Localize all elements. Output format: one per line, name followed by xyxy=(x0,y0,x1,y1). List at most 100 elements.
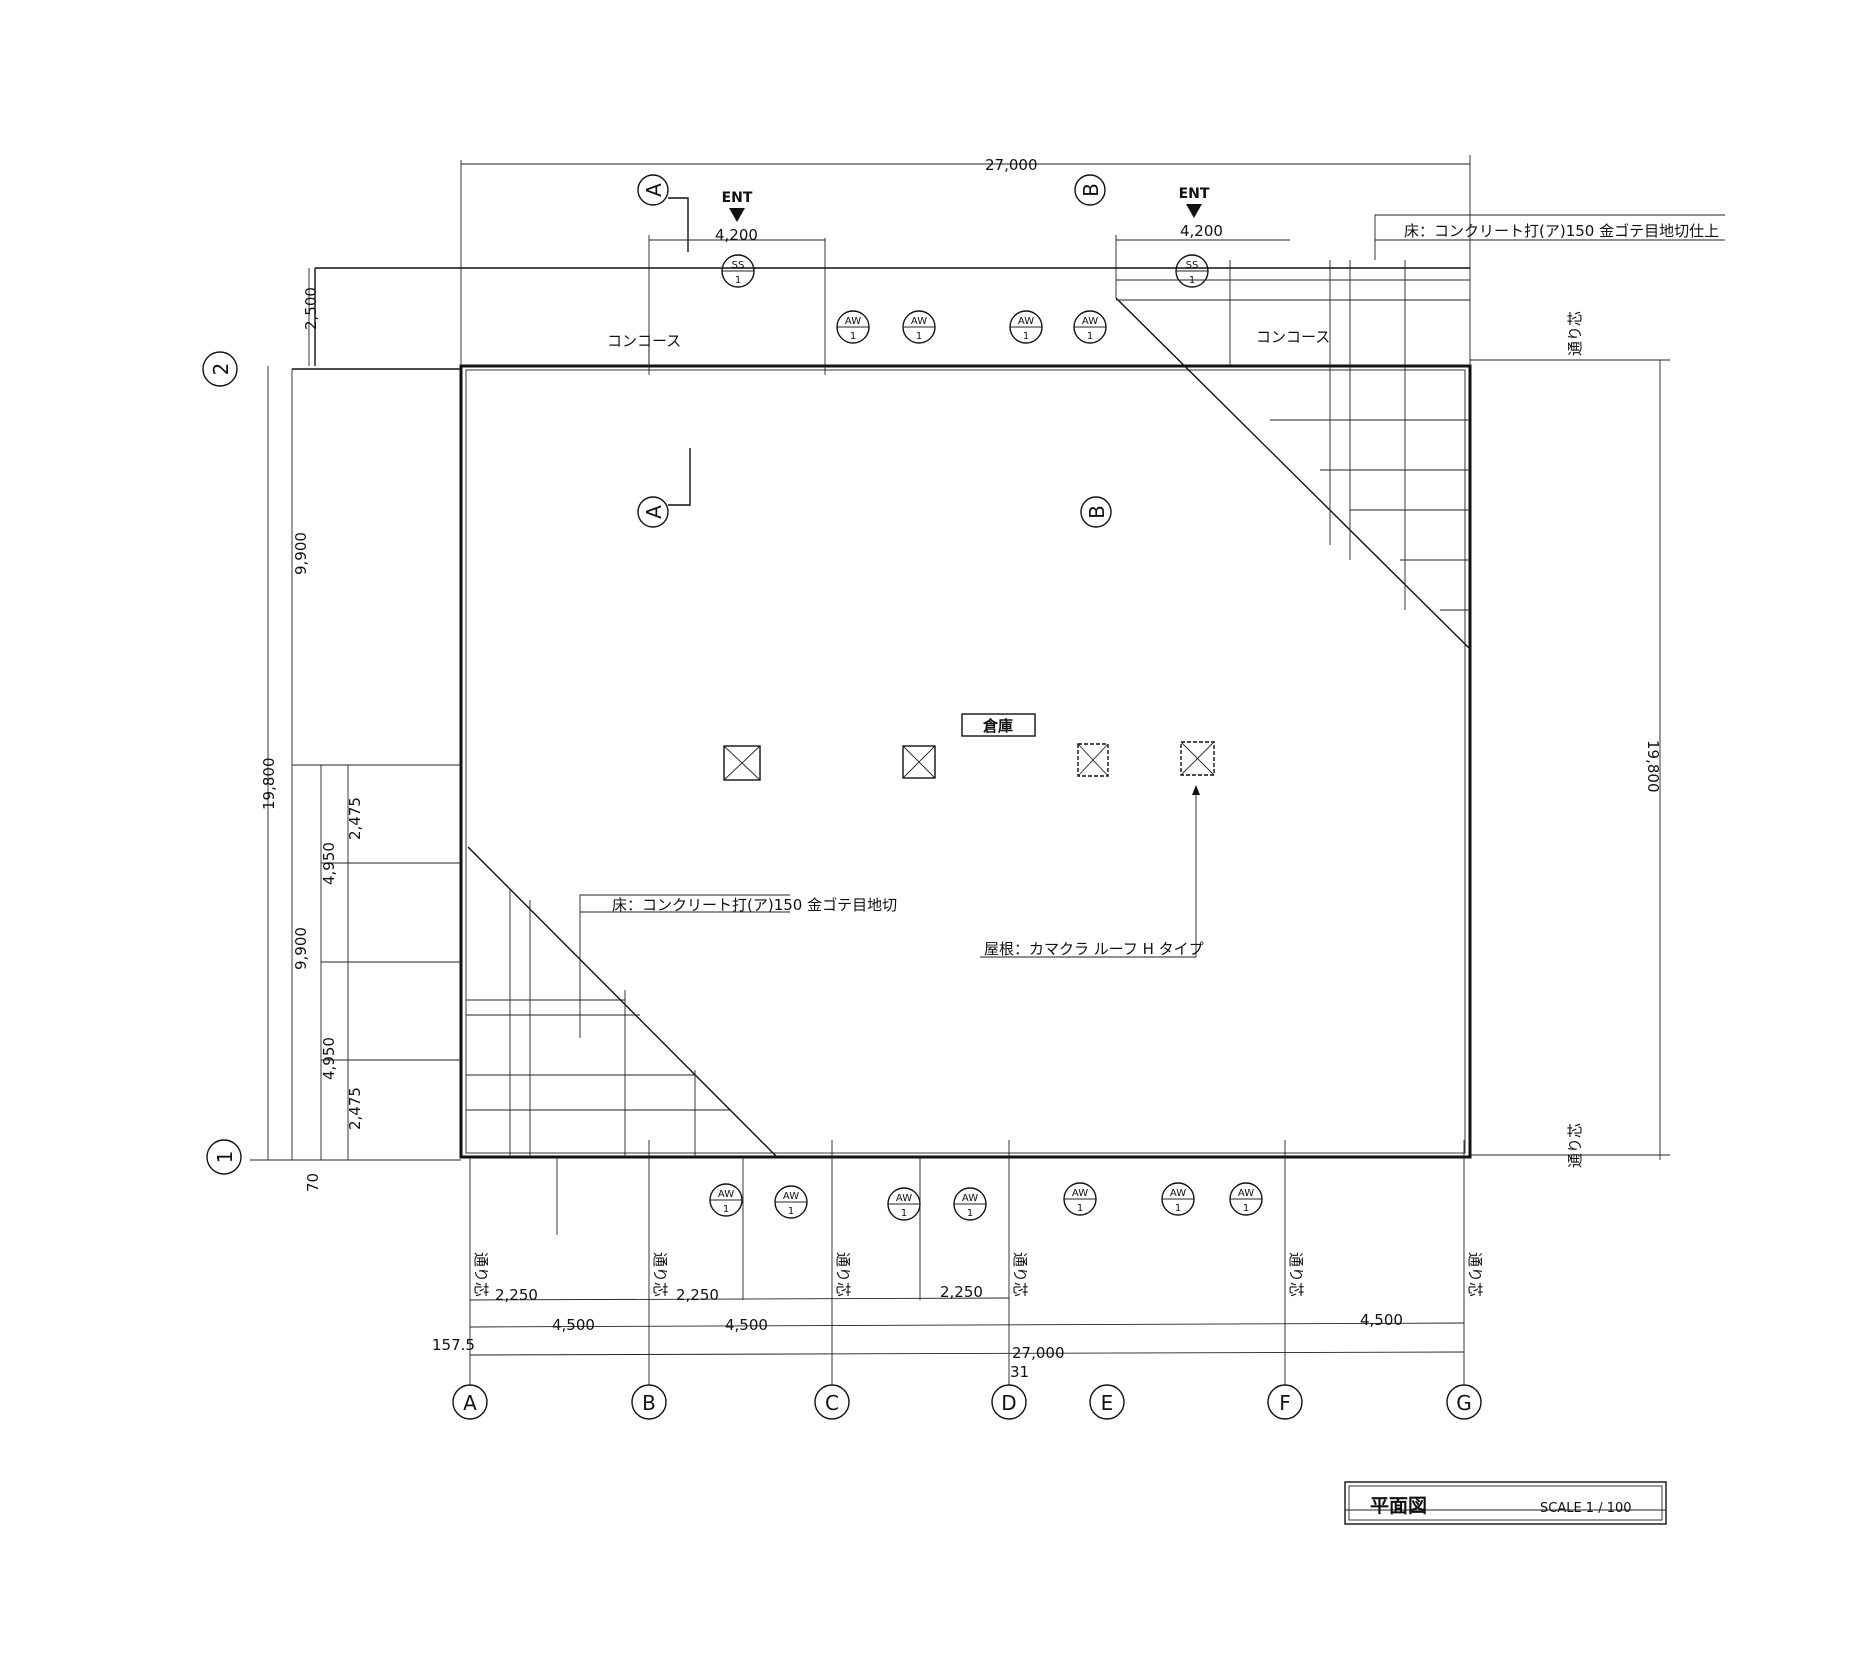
svg-text:1: 1 xyxy=(916,331,922,342)
aw-tag: AW1 xyxy=(1229,1182,1263,1216)
ss-tag-1: SS 1 xyxy=(721,254,755,288)
svg-text:A: A xyxy=(463,1391,477,1415)
entrance-width-dimension-1: 4,200 xyxy=(648,226,825,366)
svg-text:AW: AW xyxy=(1072,1188,1088,1199)
aw-tag: AW1 xyxy=(1161,1182,1195,1216)
svg-text:AW: AW xyxy=(896,1193,912,1204)
aw-tag: AW 1 xyxy=(953,1187,987,1221)
svg-text:4,950: 4,950 xyxy=(320,1037,338,1080)
svg-text:AW: AW xyxy=(962,1193,978,1204)
svg-text:AW: AW xyxy=(1082,316,1098,327)
svg-text:1: 1 xyxy=(850,331,856,342)
svg-text:4,200: 4,200 xyxy=(715,226,758,244)
svg-text:2: 2 xyxy=(209,363,233,376)
svg-text:1: 1 xyxy=(735,275,741,286)
svg-text:A: A xyxy=(642,505,666,519)
svg-text:通り芯: 通り芯 xyxy=(1287,1252,1305,1297)
grid-bubble-e: E xyxy=(1089,1384,1125,1420)
svg-text:SS: SS xyxy=(1186,260,1199,271)
svg-text:4,950: 4,950 xyxy=(320,842,338,885)
svg-text:ENT: ENT xyxy=(722,190,753,206)
svg-text:D: D xyxy=(1001,1391,1016,1415)
svg-text:1: 1 xyxy=(213,1151,237,1164)
svg-text:AW: AW xyxy=(1170,1188,1186,1199)
svg-text:9,900: 9,900 xyxy=(292,532,310,575)
svg-text:1: 1 xyxy=(1023,331,1029,342)
drawing-scale: SCALE 1 / 100 xyxy=(1540,1501,1632,1516)
svg-text:ENT: ENT xyxy=(1179,186,1210,202)
grid-bubble-c: C xyxy=(814,1384,850,1420)
grid-axis-lines xyxy=(469,238,1465,1385)
hatched-area-top-right xyxy=(1115,260,1471,650)
svg-text:1: 1 xyxy=(1077,1203,1083,1214)
concourse-label: コンコース xyxy=(1256,328,1330,346)
svg-text:4,500: 4,500 xyxy=(725,1316,768,1334)
aw-tag: AW 1 xyxy=(709,1183,743,1217)
concourse-label: コンコース xyxy=(607,332,681,350)
svg-text:A: A xyxy=(642,183,666,197)
svg-text:1: 1 xyxy=(967,1208,973,1219)
right-total-dimension: 19,800 通り芯 通り芯 xyxy=(1470,311,1670,1168)
roof-note: 屋根：カマクラ ルーフ H タイプ xyxy=(980,785,1204,958)
aw-tag: AW 1 xyxy=(774,1185,808,1219)
svg-text:SS: SS xyxy=(732,260,745,271)
grid-bubble-b: B xyxy=(631,1384,667,1420)
svg-text:4,200: 4,200 xyxy=(1180,222,1223,240)
svg-text:AW: AW xyxy=(1018,316,1034,327)
grid-bubble-a: A xyxy=(452,1384,488,1420)
svg-text:9,900: 9,900 xyxy=(292,927,310,970)
grid-bubble-d: D xyxy=(991,1384,1027,1420)
svg-text:27,000: 27,000 xyxy=(1012,1344,1065,1362)
svg-text:1: 1 xyxy=(1189,275,1195,286)
column-markers xyxy=(723,741,1215,781)
title-block: 平面図 SCALE 1 / 100 xyxy=(1344,1481,1667,1525)
drawing-title: 平面図 xyxy=(1370,1495,1427,1517)
svg-text:通り芯: 通り芯 xyxy=(834,1252,852,1297)
svg-text:19,800: 19,800 xyxy=(260,758,278,811)
svg-text:B: B xyxy=(642,1391,656,1415)
svg-text:B: B xyxy=(1085,505,1109,519)
floor-note-top: 床：コンクリート打(ア)150 金ゴテ目地切仕上 xyxy=(1374,214,1725,260)
aw-tag: AW 1 xyxy=(887,1187,921,1221)
grid-bubble-row-2: 2 xyxy=(202,351,238,387)
svg-text:2,475: 2,475 xyxy=(346,1087,364,1130)
svg-text:通り芯: 通り芯 xyxy=(1566,1123,1584,1168)
svg-text:F: F xyxy=(1279,1391,1291,1415)
svg-text:31: 31 xyxy=(1010,1363,1029,1381)
aw-tag: AW 1 xyxy=(1063,1182,1097,1216)
ss-tag-2: SS 1 xyxy=(1175,254,1209,288)
aw-tag: AW 1 xyxy=(1009,310,1043,344)
svg-text:157.5: 157.5 xyxy=(432,1336,475,1354)
svg-text:通り芯: 通り芯 xyxy=(472,1252,490,1297)
svg-text:4,500: 4,500 xyxy=(1360,1311,1403,1329)
svg-text:1: 1 xyxy=(788,1206,794,1217)
svg-text:2,500: 2,500 xyxy=(302,287,320,330)
svg-text:屋根：カマクラ ルーフ H タイプ: 屋根：カマクラ ルーフ H タイプ xyxy=(984,940,1204,958)
left-dimensions: 2,500 19,800 9,900 9,900 4,950 4,950 2,4… xyxy=(250,268,461,1192)
concourse-band xyxy=(292,267,1470,370)
svg-text:1: 1 xyxy=(723,1204,729,1215)
svg-text:AW: AW xyxy=(783,1191,799,1202)
aw-tag: AW1 xyxy=(1073,310,1107,344)
svg-text:AW: AW xyxy=(911,316,927,327)
svg-text:床：コンクリート打(ア)150 金ゴテ目地切仕上: 床：コンクリート打(ア)150 金ゴテ目地切仕上 xyxy=(1404,222,1719,240)
svg-text:AW: AW xyxy=(845,316,861,327)
svg-text:G: G xyxy=(1456,1391,1472,1415)
svg-text:B: B xyxy=(1079,183,1103,197)
svg-text:通り芯: 通り芯 xyxy=(651,1252,669,1297)
svg-text:AW: AW xyxy=(718,1189,734,1200)
svg-text:2,250: 2,250 xyxy=(940,1283,983,1301)
bottom-dimensions: 2,250 2,250 2,250 4,500 4,500 4,500 27,0… xyxy=(432,1157,1484,1381)
svg-text:倉庫: 倉庫 xyxy=(982,717,1013,735)
svg-text:1: 1 xyxy=(901,1208,907,1219)
svg-text:C: C xyxy=(825,1391,839,1415)
entrance-marker-2: ENT xyxy=(1179,186,1210,218)
svg-text:19,800: 19,800 xyxy=(1644,740,1662,793)
svg-text:2,475: 2,475 xyxy=(346,797,364,840)
building-outline xyxy=(459,364,1472,1159)
svg-text:70: 70 xyxy=(304,1173,322,1192)
svg-text:2,250: 2,250 xyxy=(676,1286,719,1304)
svg-text:通り芯: 通り芯 xyxy=(1466,1252,1484,1297)
svg-text:床：コンクリート打(ア)150 金ゴテ目地切: 床：コンクリート打(ア)150 金ゴテ目地切 xyxy=(612,896,897,914)
